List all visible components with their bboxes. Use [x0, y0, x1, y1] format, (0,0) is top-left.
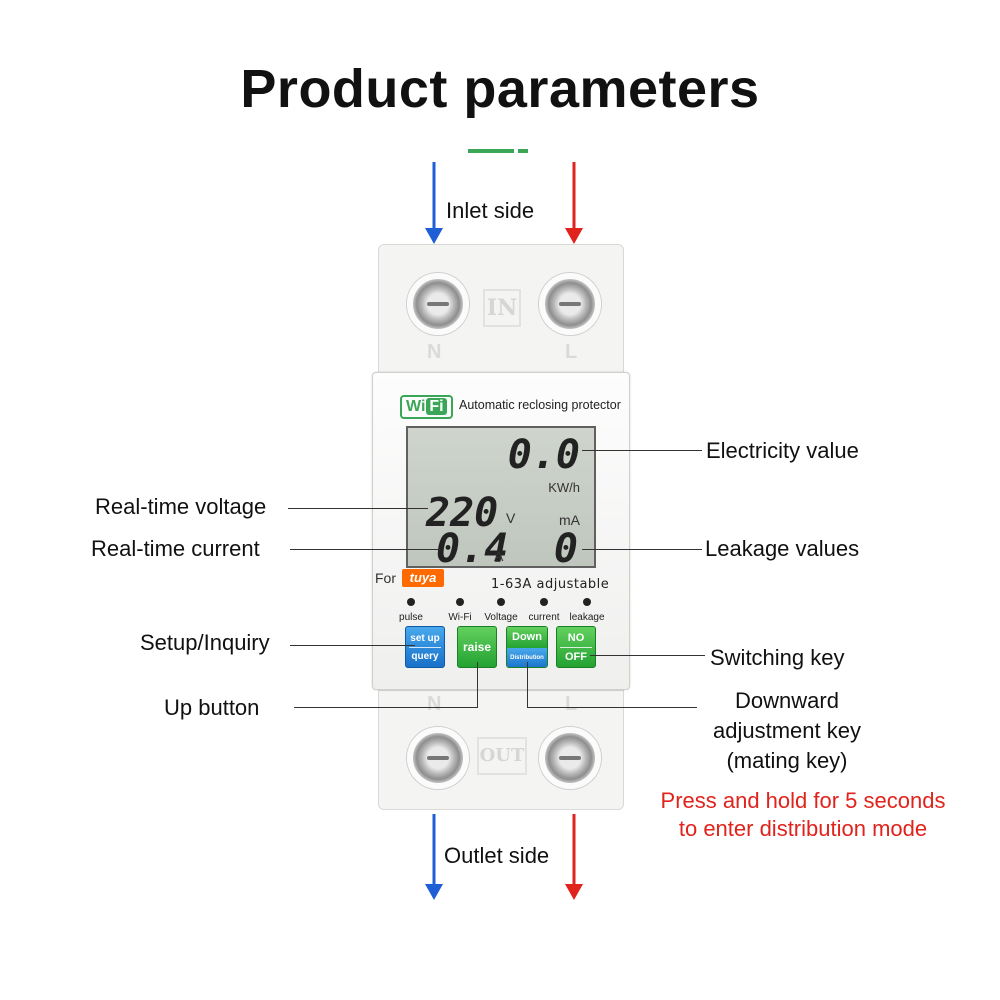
wifi-logo-wi: Wi: [406, 398, 426, 415]
lcd-display: 0.0 KW/h 220 V mA 0.4 A 0: [406, 426, 596, 572]
device-top-housing: IN N L: [378, 244, 624, 382]
leader-switching: [590, 655, 705, 656]
down-key-top: Down: [507, 627, 547, 648]
lcd-current-unit: A: [494, 548, 504, 564]
terminal-screw-icon: [539, 273, 601, 335]
downward-label-line1: Downward: [735, 688, 839, 713]
title-accent-dot: [518, 149, 528, 153]
inlet-arrow-blue-icon: [425, 162, 443, 244]
setup-key-top: set up: [410, 633, 440, 644]
led-label-wifi: Wi-Fi: [448, 612, 472, 623]
setup-key-bottom: query: [411, 651, 439, 662]
switch-on-off-button[interactable]: NO OFF: [556, 626, 596, 668]
terminal-l-bottom: L: [565, 693, 578, 715]
led-current-icon: [540, 598, 548, 606]
terminal-n-top: N: [427, 341, 442, 363]
wifi-logo-fi: Fi: [426, 398, 447, 415]
downward-label-line3: (mating key): [726, 748, 848, 773]
out-mark: OUT: [477, 737, 527, 775]
led-label-voltage: Voltage: [484, 612, 518, 623]
lcd-voltage-value: 220: [426, 490, 499, 536]
led-label-current: current: [528, 612, 560, 623]
down-distribution-button[interactable]: Down Distribution: [506, 626, 548, 668]
led-label-leakage: leakage: [569, 612, 605, 623]
leader-leakage: [582, 549, 702, 550]
distribution-note-line2: to enter distribution mode: [678, 816, 928, 841]
led-pulse-icon: [407, 598, 415, 606]
device-bottom-housing: N L OUT: [378, 690, 624, 810]
led-voltage-icon: [497, 598, 505, 606]
switch-key-bottom: OFF: [565, 651, 587, 663]
title-accent-bar: [468, 149, 514, 153]
leader-setup: [290, 645, 415, 646]
distribution-note-line1: Press and hold for 5 seconds: [660, 788, 946, 813]
led-leakage-icon: [583, 598, 591, 606]
inlet-side-label: Inlet side: [446, 198, 535, 223]
in-mark: IN: [483, 289, 521, 327]
lcd-current-value: 0.4: [436, 526, 509, 572]
terminal-screw-icon: [407, 273, 469, 335]
real-time-current-label: Real-time current: [91, 536, 260, 561]
setup-inquiry-label: Setup/Inquiry: [140, 630, 270, 655]
down-key-bottom: Distribution: [507, 648, 547, 667]
up-button-label: Up button: [164, 695, 260, 720]
product-name: Automatic reclosing protector: [459, 398, 621, 412]
terminal-n-bottom: N: [427, 693, 442, 715]
leader-up-vertical: [477, 662, 478, 708]
lcd-energy-value: 0.0: [507, 432, 580, 478]
leader-current: [290, 549, 440, 550]
tuya-logo: tuya: [402, 569, 444, 587]
for-label: For: [375, 570, 396, 586]
lcd-voltage-unit: V: [506, 510, 516, 526]
page-title: Product parameters: [240, 59, 760, 119]
terminal-screw-icon: [539, 727, 601, 789]
outlet-side-label: Outlet side: [444, 843, 550, 868]
lcd-leak-value: 0: [553, 526, 578, 572]
current-range: 1-63A adjustable: [491, 577, 610, 592]
led-label-pulse: pulse: [399, 612, 423, 623]
raise-button[interactable]: raise: [457, 626, 497, 668]
leader-voltage: [288, 508, 428, 509]
terminal-screw-icon: [407, 727, 469, 789]
outlet-arrow-blue-icon: [425, 814, 443, 900]
setup-query-button[interactable]: set up query: [405, 626, 445, 668]
switching-key-label: Switching key: [710, 645, 845, 670]
leader-down: [527, 707, 697, 708]
switch-key-top: NO: [567, 632, 585, 644]
lcd-energy-unit: KW/h: [548, 480, 580, 495]
outlet-arrow-red-icon: [565, 814, 583, 900]
leader-electricity: [582, 450, 702, 451]
downward-label-line2: adjustment key: [713, 718, 861, 743]
electricity-value-label: Electricity value: [706, 438, 859, 463]
leader-down-vertical: [527, 662, 528, 708]
led-wifi-icon: [456, 598, 464, 606]
lcd-leak-unit: mA: [559, 512, 580, 528]
inlet-arrow-red-icon: [565, 162, 583, 244]
leakage-values-label: Leakage values: [705, 536, 860, 561]
leader-up: [294, 707, 478, 708]
real-time-voltage-label: Real-time voltage: [95, 494, 267, 519]
terminal-l-top: L: [565, 341, 578, 363]
